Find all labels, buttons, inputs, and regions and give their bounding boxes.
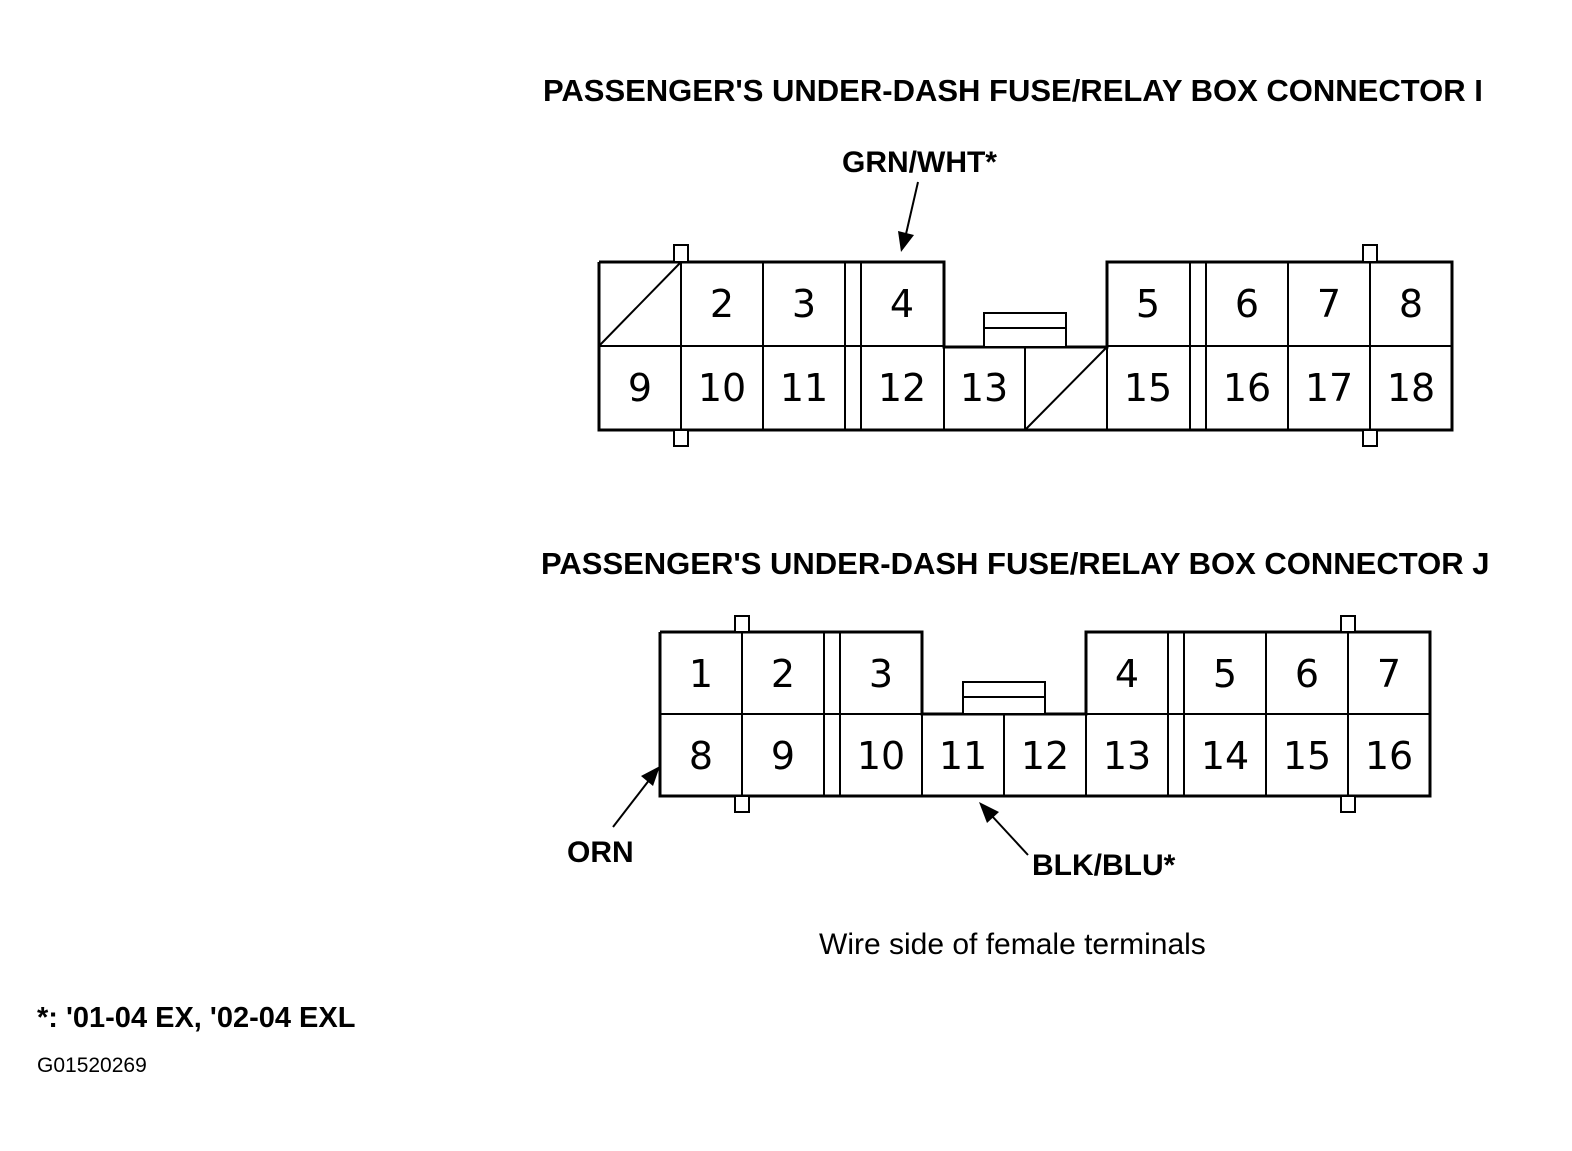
connector-i-terminal: 15 — [1124, 366, 1172, 410]
connector-j-terminal: 15 — [1283, 734, 1331, 778]
connector-j-lock-tab — [1340, 795, 1356, 813]
connector-i-terminal-numbers: 2 3 4 5 6 7 8 9 10 11 12 13 15 16 17 18 — [628, 282, 1435, 410]
connector-i-terminal: 8 — [1399, 282, 1423, 326]
connector-j-orn-arrow — [612, 766, 660, 828]
model-footnote: *: '01-04 EX, '02-04 EXL — [37, 1002, 355, 1034]
connector-j-wire-label-orn: ORN — [567, 836, 634, 869]
connector-i-terminal: 4 — [890, 282, 914, 326]
connector-i-terminal: 17 — [1305, 366, 1353, 410]
connector-i-wire-arrow — [898, 181, 919, 252]
connector-i-title: PASSENGER'S UNDER-DASH FUSE/RELAY BOX CO… — [543, 73, 1483, 108]
connector-i-terminal: 16 — [1223, 366, 1271, 410]
connector-i-terminal: 18 — [1387, 366, 1435, 410]
connector-j-terminal: 1 — [689, 652, 713, 696]
connector-j-lock-tab — [1340, 615, 1356, 633]
connector-i-terminal: 7 — [1317, 282, 1341, 326]
connector-j-terminal: 2 — [771, 652, 795, 696]
connector-j-terminal-numbers: 1 2 3 4 5 6 7 8 9 10 11 12 13 14 15 16 — [689, 652, 1413, 778]
connector-j-terminal: 3 — [869, 652, 893, 696]
connector-j-lock-tab — [734, 615, 750, 633]
connector-j-terminal: 13 — [1103, 734, 1151, 778]
connector-j-terminal: 6 — [1295, 652, 1319, 696]
connector-j-wire-label-blk-blu: BLK/BLU* — [1032, 849, 1176, 882]
connector-j-terminal: 8 — [689, 734, 713, 778]
connector-i-body — [597, 244, 1454, 447]
connector-i-terminal: 13 — [960, 366, 1008, 410]
connector-j-terminal: 11 — [939, 734, 987, 778]
terminal-side-caption: Wire side of female terminals — [819, 928, 1206, 961]
connector-i-lock-tab — [673, 429, 689, 447]
connector-j-terminal: 10 — [857, 734, 905, 778]
connector-j-terminal: 14 — [1201, 734, 1249, 778]
connector-j-body — [658, 615, 1432, 813]
connector-i-terminal: 10 — [698, 366, 746, 410]
connector-j-title: PASSENGER'S UNDER-DASH FUSE/RELAY BOX CO… — [541, 546, 1489, 581]
connector-j-lock-tab — [734, 795, 750, 813]
connector-i-latch — [983, 312, 1067, 348]
connector-i-terminal: 5 — [1136, 282, 1160, 326]
connector-j-terminal: 9 — [771, 734, 795, 778]
connector-i-lock-tab — [1362, 429, 1378, 447]
connector-j-terminal: 16 — [1365, 734, 1413, 778]
connector-i-lock-tab — [673, 244, 689, 263]
connector-i-terminal: 2 — [710, 282, 734, 326]
figure-code: G01520269 — [37, 1054, 147, 1077]
connector-i-unused-slot-1 — [598, 261, 682, 347]
connector-i-lock-tab — [1362, 244, 1378, 263]
connector-j-terminal: 4 — [1115, 652, 1139, 696]
connector-i-wire-label: GRN/WHT* — [842, 146, 997, 179]
connector-j-blk-blu-arrow — [979, 802, 1029, 856]
connector-i-terminal: 11 — [780, 366, 828, 410]
connector-i-terminal: 3 — [792, 282, 816, 326]
connector-j-terminal: 12 — [1021, 734, 1069, 778]
connector-j-terminal: 7 — [1377, 652, 1401, 696]
connector-i-terminal: 9 — [628, 366, 652, 410]
connector-i-unused-slot-14 — [1024, 346, 1108, 431]
connector-i-terminal: 12 — [878, 366, 926, 410]
connector-i-terminal: 6 — [1235, 282, 1259, 326]
connector-j-terminal: 5 — [1213, 652, 1237, 696]
